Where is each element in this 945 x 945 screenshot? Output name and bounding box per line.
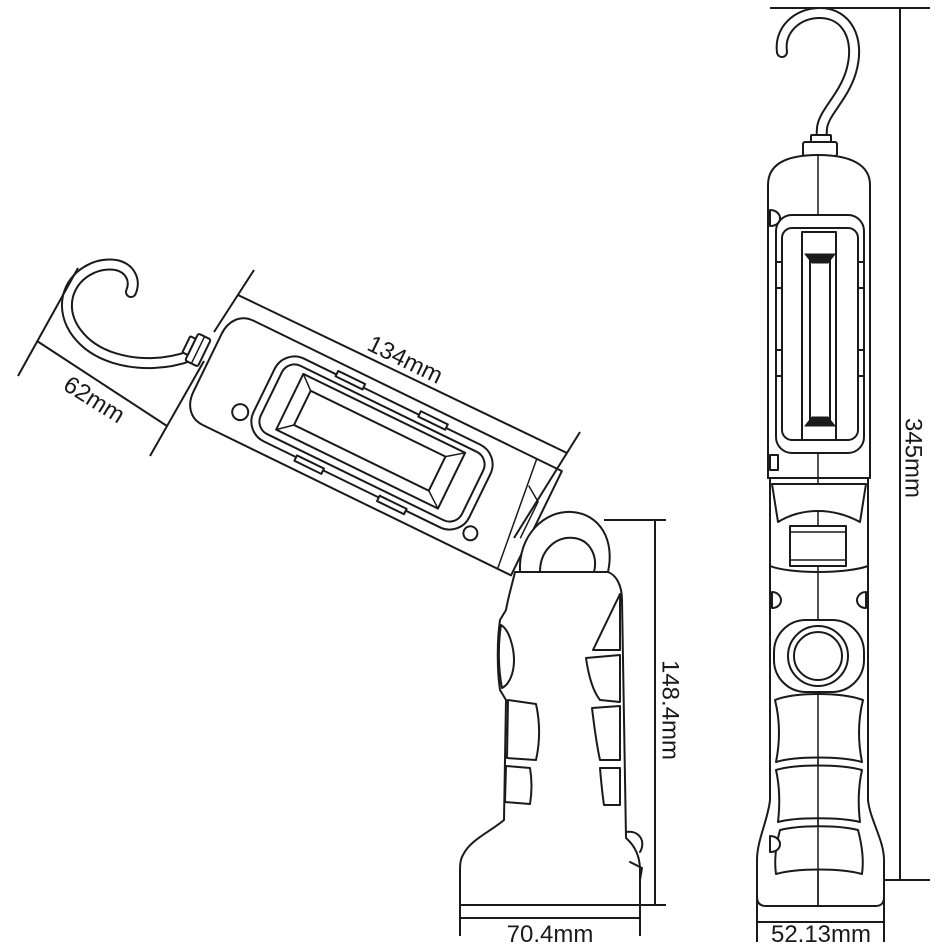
dim-62-extension-line	[149, 360, 205, 457]
side-lens-inner	[293, 389, 447, 492]
front-hook-wire-outline	[775, 7, 861, 152]
side-window-notch	[293, 454, 325, 475]
side-hinge-clasp	[518, 510, 611, 573]
side-grip-pad	[497, 624, 515, 689]
front-grip-pad	[774, 693, 864, 763]
front-window-notch	[775, 261, 783, 289]
side-lens-edge	[428, 489, 439, 510]
side-grip-pad	[585, 654, 621, 703]
side-lens-edge	[302, 373, 312, 392]
front-lens-bottom-wedge	[803, 416, 837, 427]
dim-62-extension-line	[17, 267, 79, 377]
side-view	[60, 258, 644, 906]
dim-52-label: 52.13mm	[771, 921, 871, 945]
side-head	[189, 317, 563, 577]
front-hook	[775, 7, 861, 152]
side-hook-neck	[181, 333, 212, 367]
dimension-148-4: 148.4mm	[604, 519, 684, 906]
side-grip-pad	[591, 705, 621, 761]
side-grip-pad	[504, 765, 533, 805]
dimension-70-4: 70.4mm	[459, 886, 641, 945]
front-neck-collar	[802, 141, 838, 157]
dim-345-label: 345mm	[900, 418, 927, 498]
front-view	[756, 7, 885, 907]
side-neck-cap	[181, 335, 197, 356]
front-foot-mark	[769, 835, 781, 853]
front-window-notch	[775, 349, 783, 377]
side-grip-pad	[599, 767, 621, 806]
dim-62-line	[36, 340, 168, 427]
side-window-notch	[334, 369, 367, 391]
dim-62-label: 62mm	[59, 371, 130, 429]
dim-134-extension-line	[213, 269, 255, 333]
front-power-button	[793, 631, 843, 681]
side-head-end-seam	[496, 458, 538, 570]
front-lens-top-wedge	[803, 253, 837, 264]
side-window-notch	[376, 494, 408, 516]
front-window-notch	[857, 349, 865, 377]
front-head-slot	[769, 454, 779, 471]
front-head-side-mark	[769, 209, 781, 227]
front-window-notch	[857, 261, 865, 289]
side-lens	[275, 372, 467, 510]
side-head-bracket	[519, 485, 539, 539]
front-handle-side-mark	[856, 591, 867, 609]
side-neck-groove	[190, 335, 206, 365]
dimension-345: 345mm	[770, 7, 930, 881]
side-window-inner	[258, 363, 486, 523]
dim-134-line	[237, 294, 568, 454]
side-head-screw-hole	[462, 525, 479, 542]
dim-148-label: 148.4mm	[657, 660, 684, 760]
dim-134-extension-line	[513, 431, 581, 539]
front-hook-wire-inner	[777, 9, 859, 150]
dimension-52-13: 52.13mm	[756, 880, 885, 945]
side-grip-pad	[506, 699, 540, 761]
front-handle-side-mark	[771, 591, 782, 609]
side-foot-clip-tab	[629, 861, 643, 881]
front-hinge-collar	[771, 483, 867, 523]
front-foot-pad	[774, 825, 864, 875]
side-grip-pad	[592, 593, 621, 651]
side-hook	[60, 258, 196, 370]
front-handle-top-edge	[769, 565, 869, 573]
side-window-notch	[417, 410, 449, 431]
side-lens-edge	[275, 424, 295, 431]
dim-70-label: 70.4mm	[507, 921, 594, 945]
side-lens-edge	[444, 452, 466, 458]
side-head-screw-hole	[231, 403, 250, 422]
front-grip-pad	[775, 764, 863, 823]
side-foot-clip	[625, 830, 644, 853]
side-handle	[459, 510, 644, 906]
side-hook-wire-inner	[62, 260, 194, 368]
